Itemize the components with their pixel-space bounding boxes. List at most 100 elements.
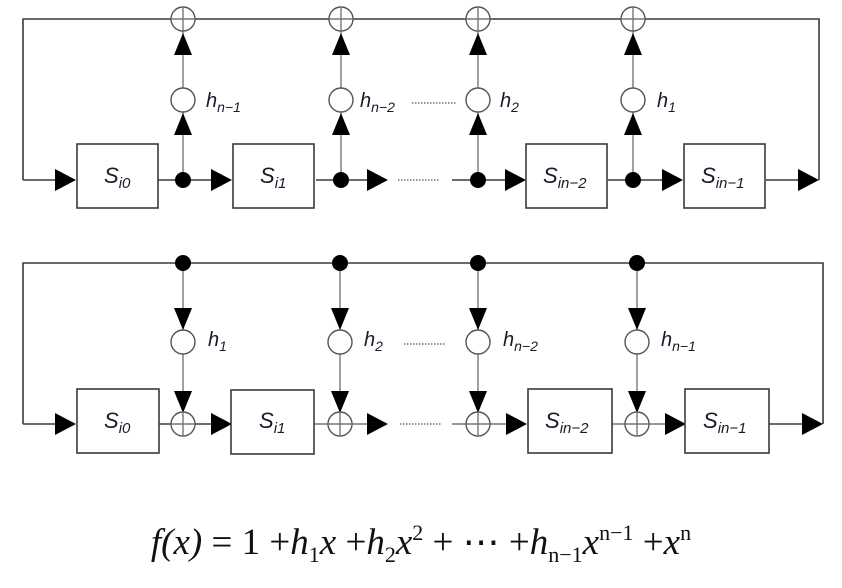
tap-dot — [332, 255, 348, 271]
formula-term: x — [582, 522, 600, 563]
arrow-icon — [332, 33, 350, 55]
top-tap-0 — [170, 6, 196, 188]
bottom-register-0-label: Si0 — [104, 408, 131, 437]
top-coef-1-label: hn−2 — [360, 90, 395, 115]
fibonacci-lfsr: Si0 Si1 Sin−2 Sin−1 — [22, 6, 820, 209]
tap-dot — [175, 255, 191, 271]
xor-icon — [620, 6, 646, 32]
tap-dot — [470, 255, 486, 271]
bottom-register-0 — [76, 388, 160, 454]
formula-term: x — [395, 522, 413, 563]
multiplier-circle — [327, 329, 353, 355]
bottom-feedback-line — [22, 262, 824, 424]
top-register-0 — [76, 143, 159, 209]
top-coef-0-label: hn−1 — [206, 90, 241, 115]
formula-sup: 2 — [412, 520, 424, 545]
bottom-register-2-label: Sin−2 — [545, 408, 589, 437]
xor-icon — [624, 411, 650, 437]
bottom-coef-1-label: h2 — [364, 329, 383, 354]
top-register-0-label: Si0 — [104, 163, 131, 192]
bottom-tap-0 — [170, 255, 196, 437]
formula-sub: n−1 — [548, 542, 583, 567]
multiplier-circle — [620, 87, 646, 113]
arrow-icon — [469, 308, 487, 330]
arrow-icon — [174, 113, 192, 135]
top-coef-3-label: h1 — [657, 90, 676, 115]
multiplier-circle — [624, 329, 650, 355]
bottom-register-1-label: Si1 — [259, 408, 285, 437]
multiplier-circle — [328, 87, 354, 113]
arrow-icon — [367, 169, 388, 191]
top-coef-2-label: h2 — [500, 90, 519, 115]
top-tap-1 — [328, 6, 354, 188]
multiplier-circle — [465, 87, 491, 113]
xor-icon — [465, 6, 491, 32]
bottom-register-3 — [684, 388, 770, 454]
arrow-icon — [211, 169, 232, 191]
top-register-1-label: Si1 — [260, 163, 286, 192]
tap-dot — [470, 172, 486, 188]
galois-lfsr: Si0 Si1 Sin−2 Sin−1 — [22, 255, 824, 455]
arrow-icon — [665, 413, 686, 435]
bottom-tap-3 — [624, 255, 650, 437]
arrow-icon — [55, 169, 76, 191]
bottom-register-2 — [527, 388, 613, 454]
top-register-3-label: Sin−1 — [701, 163, 744, 192]
multiplier-circle — [170, 329, 196, 355]
formula-term: h — [290, 522, 309, 563]
formula-op: + — [345, 522, 367, 563]
xor-icon — [170, 411, 196, 437]
formula-lhs: f(x) — [150, 522, 203, 563]
tap-dot — [333, 172, 349, 188]
top-register-2 — [525, 143, 608, 209]
formula-term: h — [366, 522, 385, 563]
bottom-register-3-label: Sin−1 — [703, 408, 746, 437]
top-register-2-label: Sin−2 — [543, 163, 587, 192]
formula-term: x — [319, 522, 337, 563]
tap-dot — [175, 172, 191, 188]
arrow-icon — [174, 308, 192, 330]
arrow-icon — [332, 113, 350, 135]
xor-icon — [327, 411, 353, 437]
arrow-icon — [174, 33, 192, 55]
xor-icon — [465, 411, 491, 437]
bottom-tap-1 — [327, 255, 353, 437]
formula-term: h — [529, 522, 549, 563]
bottom-coef-3-label: hn−1 — [661, 329, 696, 354]
formula-term: x — [663, 522, 681, 563]
formula-op: + — [642, 522, 664, 563]
xor-icon — [328, 6, 354, 32]
arrow-icon — [469, 391, 487, 413]
arrow-icon — [505, 169, 526, 191]
bottom-tap-2 — [465, 255, 491, 437]
arrow-icon — [628, 391, 646, 413]
arrow-icon — [331, 308, 349, 330]
formula-sup: n — [680, 520, 692, 545]
formula-sub: 2 — [384, 542, 396, 567]
arrow-icon — [469, 33, 487, 55]
arrow-icon — [469, 113, 487, 135]
formula-sub: 1 — [308, 542, 320, 567]
arrow-icon — [174, 391, 192, 413]
arrow-icon — [624, 33, 642, 55]
top-register-1 — [232, 143, 315, 209]
top-register-3 — [683, 143, 766, 209]
formula-eq: = — [211, 522, 233, 563]
top-feedback-line — [22, 18, 820, 180]
formula-op: + — [269, 522, 291, 563]
arrow-icon — [55, 413, 76, 435]
bottom-coef-0-label: h1 — [208, 329, 227, 354]
formula-op: + ⋯ + — [432, 522, 530, 563]
top-tap-2 — [465, 6, 491, 188]
tap-dot — [625, 172, 641, 188]
formula-term: 1 — [241, 522, 261, 563]
multiplier-circle — [465, 329, 491, 355]
multiplier-circle — [170, 87, 196, 113]
arrow-icon — [798, 169, 819, 191]
arrow-icon — [628, 308, 646, 330]
arrow-icon — [624, 113, 642, 135]
arrow-icon — [662, 169, 683, 191]
arrow-icon — [802, 413, 823, 435]
arrow-icon — [506, 413, 527, 435]
